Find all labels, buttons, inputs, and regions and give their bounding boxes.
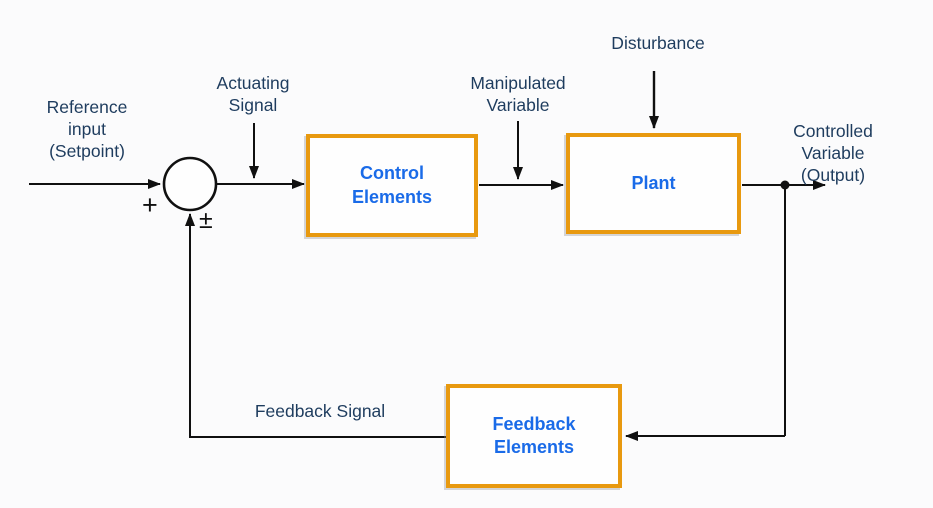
control-elements-block: Control Elements [306,134,478,237]
actuating-signal-label: Actuating Signal [216,73,290,116]
manipulated-variable-label: Manipulated Variable [470,73,566,116]
feedback-return-arrow [185,213,446,438]
plus-sign: + [142,190,158,220]
reference-input-label: Reference input (Setpoint) [46,97,128,162]
feedback-elements-block: Feedback Elements [446,384,622,488]
plus-minus-sign: ± [199,206,213,234]
plant-block: Plant [566,133,741,234]
feedback-signal-label: Feedback Signal [254,401,386,421]
controlled-variable-label: Controlled Variable (Output) [793,121,873,186]
summing-junction-circle [162,156,218,212]
disturbance-label: Disturbance [611,33,705,53]
